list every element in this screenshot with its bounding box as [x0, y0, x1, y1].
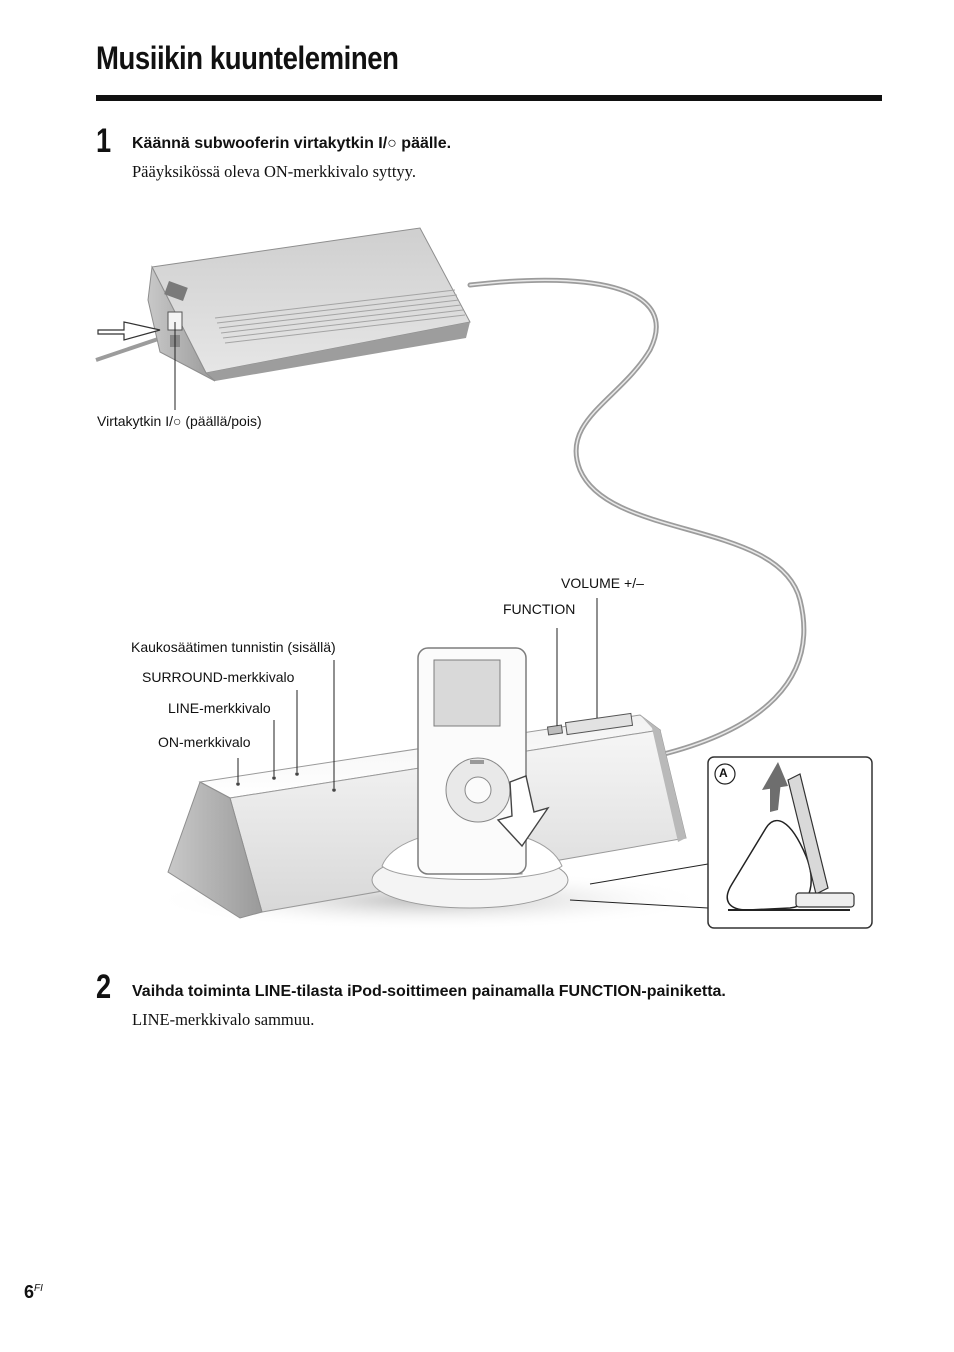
insert-arrow-icon — [496, 775, 550, 848]
page-suffix: FI — [34, 1283, 43, 1294]
inset-detail — [707, 756, 873, 929]
line-indicator — [272, 776, 276, 780]
function-button[interactable] — [546, 724, 564, 736]
subwoofer — [147, 227, 471, 382]
remote-sensor — [332, 788, 336, 792]
surround-indicator — [295, 772, 299, 776]
function-label: FUNCTION — [503, 601, 576, 617]
step-1-heading-pre: Käännä subwooferin virtakytkin — [132, 135, 379, 152]
step-2-heading: Vaihda toiminta LINE-tilasta iPod-soitti… — [132, 983, 726, 1000]
step-1-heading-post: päälle. — [396, 135, 452, 152]
step-1-number: 1 — [96, 122, 112, 160]
line-indicator-label: LINE-merkkivalo — [168, 700, 271, 716]
inset-marker-label: A — [719, 766, 728, 780]
on-indicator-label: ON-merkkivalo — [158, 734, 251, 750]
push-arrow-icon — [97, 321, 161, 341]
page-number: 6FI — [24, 1282, 43, 1302]
power-symbol: I/○ — [165, 413, 182, 429]
step-2-body: LINE-merkkivalo sammuu. — [132, 1010, 315, 1029]
volume-buttons[interactable] — [564, 712, 634, 736]
inset-marker-circle — [714, 763, 736, 785]
step-1-body: Pääyksikössä oleva ON-merkkivalo syttyy. — [132, 162, 416, 181]
title-rule — [96, 95, 882, 101]
power-switch-label: Virtakytkin I/○ (päällä/pois) — [97, 413, 262, 429]
on-indicator — [236, 782, 240, 786]
remote-sensor-label: Kaukosäätimen tunnistin (sisällä) — [131, 639, 336, 655]
surround-indicator-label: SURROUND-merkkivalo — [142, 669, 295, 685]
power-symbol: I/○ — [378, 135, 397, 152]
step-1-heading: Käännä subwooferin virtakytkin I/○ pääll… — [132, 135, 451, 153]
volume-label: VOLUME +/– — [561, 575, 644, 591]
ipod-player — [417, 647, 527, 875]
page-title: Musiikin kuunteleminen — [96, 40, 399, 76]
step-2-number: 2 — [96, 968, 112, 1006]
ipod-screen — [433, 659, 501, 727]
